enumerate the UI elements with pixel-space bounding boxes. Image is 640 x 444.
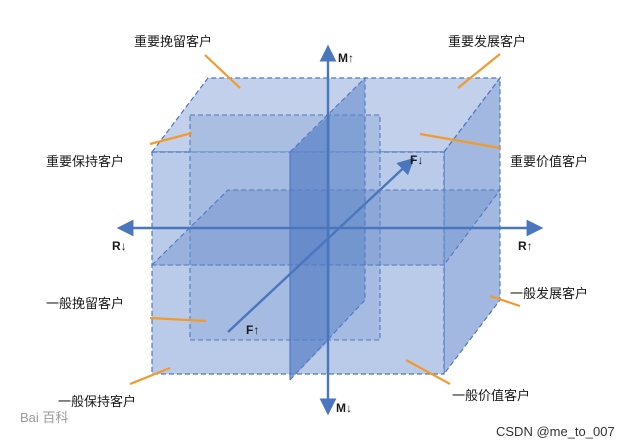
leader-general-keep [129, 366, 171, 386]
axis-label-r-down: R↓ [112, 239, 127, 253]
label-important-value: 重要价值客户 [510, 154, 588, 170]
label-important-develop: 重要发展客户 [448, 34, 526, 50]
axis-label-r-up: R↑ [518, 239, 533, 253]
leader-important-value [419, 132, 501, 150]
label-general-value: 一般价值客户 [452, 388, 530, 404]
inner-vertical-slab [290, 115, 330, 380]
csdn-watermark: CSDN @me_to_007 [496, 424, 615, 439]
axes [116, 44, 544, 416]
leader-important-retain [204, 54, 241, 89]
leader-general-develop [489, 294, 521, 308]
leader-important-develop [457, 53, 501, 89]
axis-label-m-down: M↓ [336, 401, 352, 415]
leader-lines [129, 53, 521, 386]
leader-general-retain [149, 316, 207, 323]
f-axis [227, 157, 415, 333]
leader-important-keep [149, 131, 193, 146]
label-general-keep: 一般保持客户 [58, 394, 136, 410]
label-important-retain: 重要挽留客户 [134, 34, 212, 50]
axis-label-m-up: M↑ [338, 51, 354, 65]
label-important-keep: 重要保持客户 [46, 154, 124, 170]
label-general-retain: 一般挽留客户 [46, 296, 124, 312]
leader-general-value [405, 359, 451, 385]
axis-label-f-up: F↑ [246, 323, 259, 337]
axis-label-f-down: F↓ [410, 153, 423, 167]
baidu-watermark: Bai 百科 [20, 410, 68, 425]
label-general-develop: 一般发展客户 [510, 286, 588, 302]
